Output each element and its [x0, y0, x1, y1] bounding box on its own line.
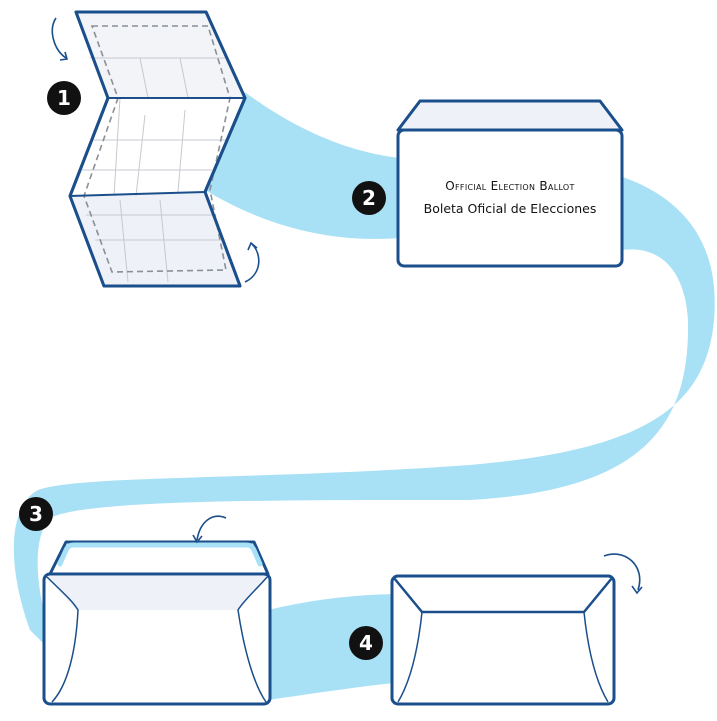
envelope-title-spanish: Boleta Oficial de Elecciones [424, 201, 597, 216]
seal-arrow-icon [192, 515, 227, 544]
step-badge-3: 3 [19, 497, 53, 531]
step-badge-4: 4 [349, 626, 383, 660]
open-envelope [42, 540, 272, 706]
sealed-envelope [390, 574, 616, 706]
ballot-envelope-front: Official Election Ballot Boleta Oficial … [396, 99, 624, 268]
svg-text:4: 4 [359, 631, 373, 655]
fold-arrow-bottom-icon [244, 241, 260, 283]
flow-path [13, 85, 715, 700]
svg-text:2: 2 [362, 186, 376, 210]
step-badge-2: 2 [352, 181, 386, 215]
folded-ballot [68, 10, 247, 288]
svg-text:3: 3 [29, 502, 43, 526]
step-badge-1: 1 [47, 81, 81, 115]
svg-text:1: 1 [57, 86, 71, 110]
flip-arrow-icon [603, 553, 643, 595]
envelope-title-english: Official Election Ballot [445, 179, 574, 193]
fold-arrow-top-icon [51, 17, 69, 61]
